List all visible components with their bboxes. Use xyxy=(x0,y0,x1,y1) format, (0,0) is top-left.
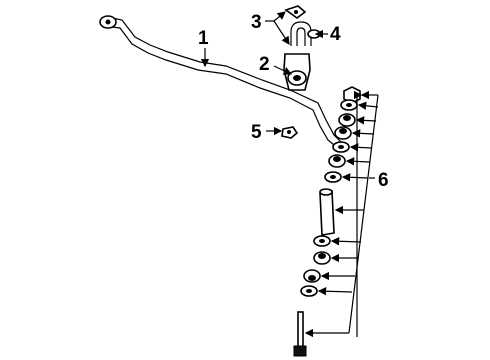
link-washer-2 xyxy=(332,141,350,153)
bar-end-hole xyxy=(105,19,111,25)
bar-bushing xyxy=(283,53,311,91)
nut xyxy=(281,126,299,139)
link-grommet-1 xyxy=(338,113,356,127)
leader-2 xyxy=(273,65,293,75)
bracket-clip xyxy=(284,5,307,19)
callout-1: 1 xyxy=(198,28,209,49)
link-bolt xyxy=(293,311,307,357)
callout-3: 3 xyxy=(251,12,262,33)
leader-lines xyxy=(200,11,379,338)
link-washer-1 xyxy=(340,99,358,111)
link-grommet-2 xyxy=(334,126,352,140)
leader-6-diagonal xyxy=(348,94,379,334)
callout-2: 2 xyxy=(259,54,270,75)
link-washer-4 xyxy=(313,235,331,247)
link-grommet-4 xyxy=(313,251,331,265)
callout-4: 4 xyxy=(330,24,341,45)
u-bracket xyxy=(290,21,321,46)
link-spacer-tube xyxy=(319,188,335,236)
leader-3a xyxy=(273,11,286,22)
link-grommet-3 xyxy=(328,154,346,168)
leader-3b xyxy=(273,20,290,46)
callout-6: 6 xyxy=(378,170,389,191)
link-washer-5 xyxy=(300,285,318,297)
link-grommet-5 xyxy=(303,269,321,283)
callout-5: 5 xyxy=(251,122,262,143)
link-washer-3 xyxy=(324,171,342,183)
leader-6-branches xyxy=(304,90,379,338)
link-kit-parts xyxy=(293,86,361,357)
stabilizer-bar xyxy=(99,15,346,151)
